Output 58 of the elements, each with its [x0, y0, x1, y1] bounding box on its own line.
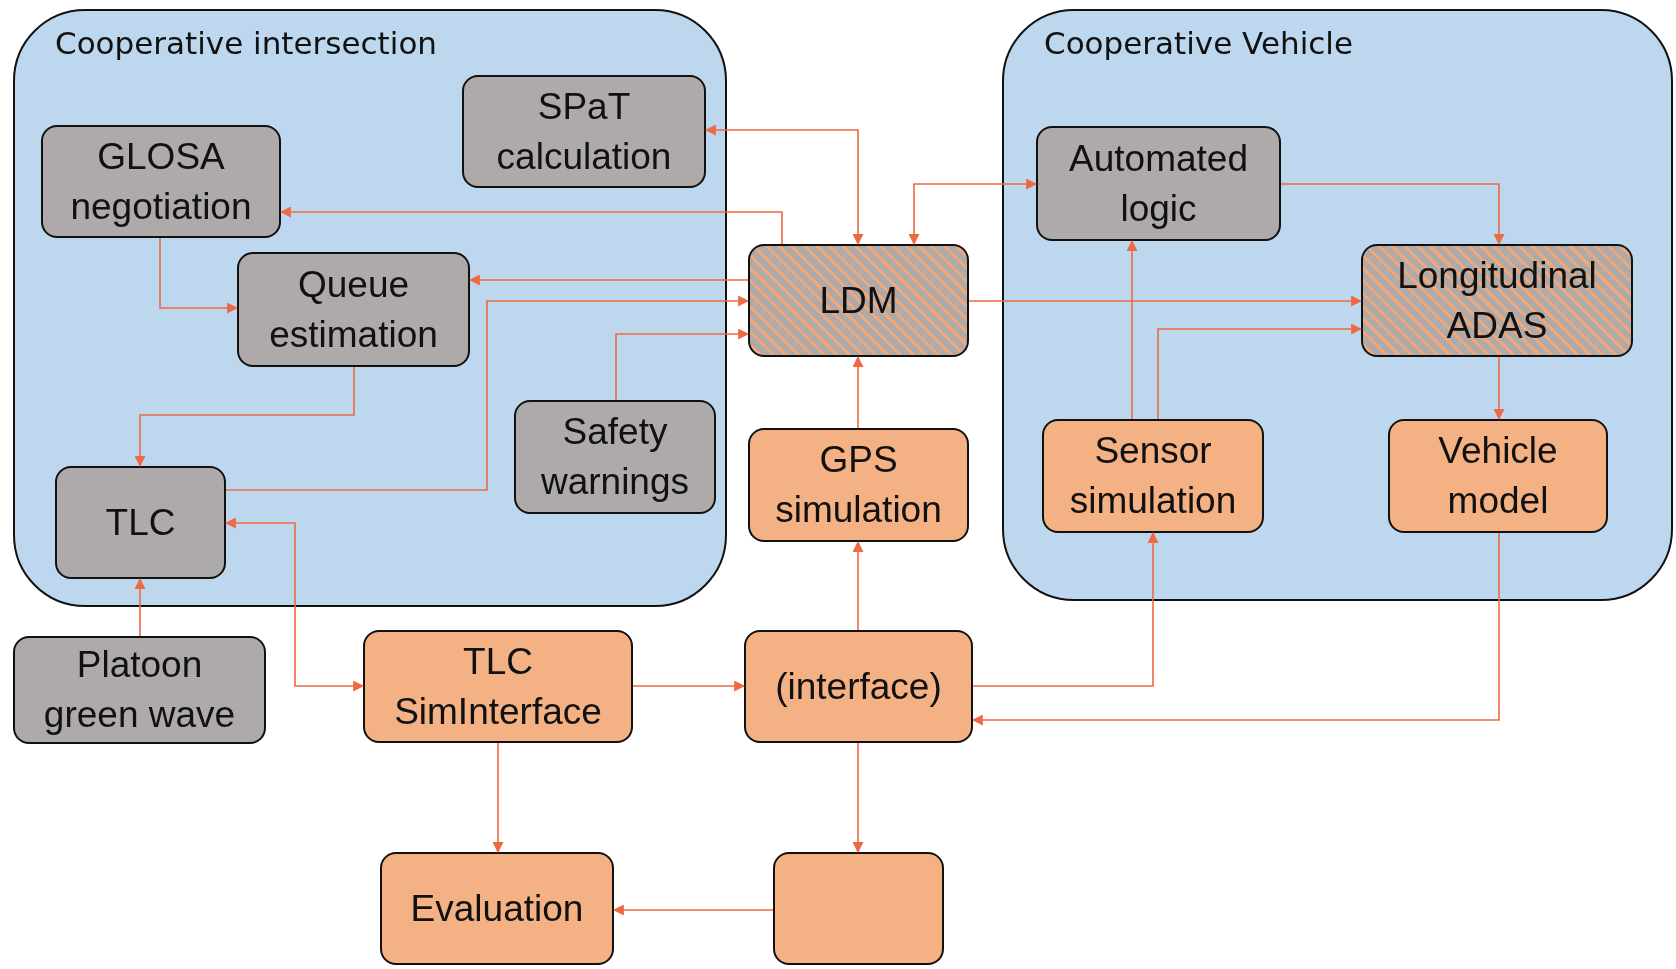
arrow	[852, 540, 864, 631]
process-box	[55, 466, 226, 579]
process-box	[773, 852, 944, 965]
arrow	[492, 742, 504, 854]
arrow	[632, 680, 746, 692]
arrow	[1280, 183, 1505, 246]
process-box	[514, 400, 716, 514]
arrow	[908, 178, 1038, 246]
node-label: TLC	[104, 500, 177, 545]
node-label: Safety warnings	[539, 410, 691, 504]
node-label: GPS simulation	[774, 438, 943, 532]
node-label: Automated logic	[1068, 136, 1249, 231]
arrow	[134, 577, 146, 637]
node-label: SPaT calculation	[495, 84, 673, 179]
node-label: Longitudinal ADAS	[1396, 253, 1598, 348]
arrow	[968, 295, 1363, 307]
arrow	[1126, 239, 1138, 420]
arrow	[224, 517, 365, 692]
arrow	[159, 237, 239, 314]
node-label: GLOSA negotiation	[69, 134, 253, 229]
node-label: TLC SimInterface	[393, 639, 603, 734]
process-box	[1042, 419, 1264, 533]
group-title: Cooperative Vehicle	[1044, 25, 1353, 61]
process-box	[363, 630, 633, 743]
process-box	[13, 636, 266, 744]
arrow	[1157, 323, 1363, 420]
arrow	[612, 904, 774, 916]
arrow	[704, 124, 864, 246]
process-box	[1036, 126, 1281, 241]
node-label: Vehicle model	[1437, 429, 1559, 523]
arrow	[1493, 356, 1505, 421]
process-box	[1361, 244, 1633, 357]
arrow	[225, 295, 750, 491]
arrow	[615, 328, 750, 401]
process-box	[748, 428, 969, 542]
process-box	[744, 630, 973, 743]
process-box	[237, 252, 470, 367]
node-label: (interface)	[774, 664, 943, 709]
node-label: Queue estimation	[268, 262, 439, 357]
arrow	[972, 531, 1159, 687]
process-box	[748, 244, 969, 357]
arrow	[134, 366, 355, 468]
node-label: Evaluation	[409, 886, 585, 931]
process-box	[1388, 419, 1608, 533]
node-label: Sensor simulation	[1068, 429, 1238, 523]
group-panel	[1002, 9, 1673, 601]
arrow	[852, 355, 864, 429]
arrow	[468, 274, 749, 286]
arrow	[971, 532, 1500, 726]
node-label: LDM	[818, 278, 899, 323]
node-label: Platoon green wave	[42, 643, 237, 737]
arrow	[279, 206, 783, 245]
group-title: Cooperative intersection	[55, 25, 437, 61]
process-box	[41, 125, 281, 238]
arrow	[852, 742, 864, 854]
process-box	[462, 75, 706, 188]
process-box	[380, 852, 614, 965]
group-panel	[13, 9, 727, 607]
